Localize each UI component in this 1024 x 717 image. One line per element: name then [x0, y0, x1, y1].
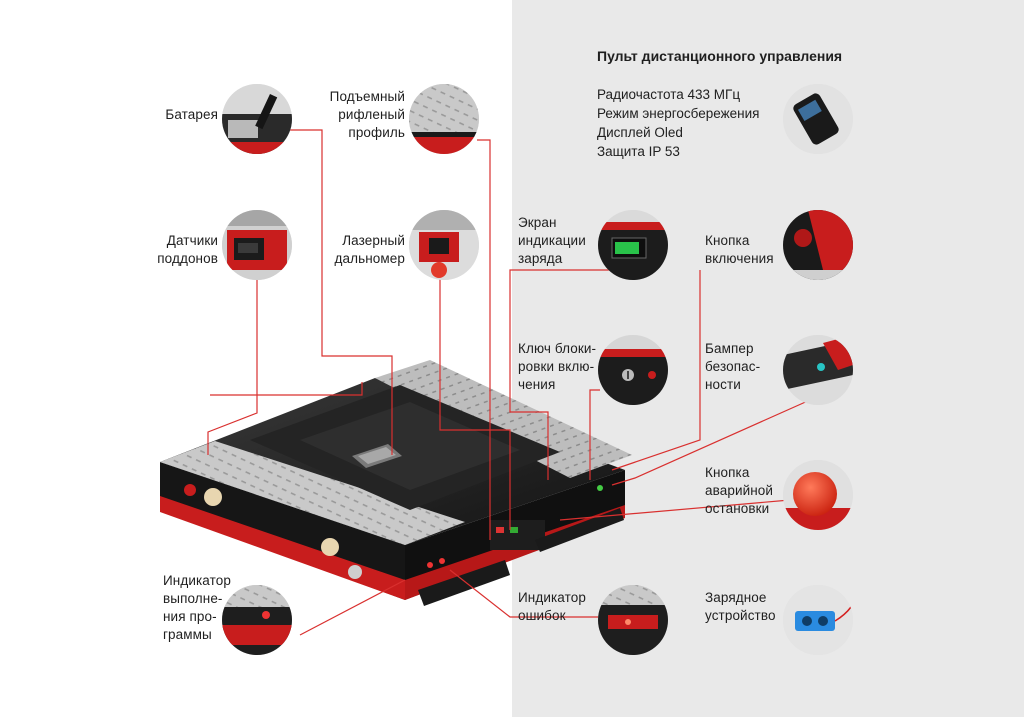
battery-icon	[222, 84, 292, 154]
remote-thumbnail	[783, 84, 853, 154]
key-lock-icon	[598, 335, 668, 405]
charge-display-icon	[598, 210, 668, 280]
pallet-sensors-thumbnail	[222, 210, 292, 280]
charger-icon	[783, 585, 853, 655]
remote-control-icon	[783, 84, 853, 154]
label-error-indicator: Индикатор ошибок	[518, 590, 586, 623]
label-lock-key: Ключ блоки- ровки вклю- чения	[518, 341, 597, 392]
label-battery: Батарея	[165, 107, 218, 122]
power-button-thumbnail	[783, 210, 853, 280]
remote-spec-power-saving: Режим энергосбережения	[597, 106, 760, 121]
bumper-icon	[783, 335, 853, 405]
program-indicator-icon	[222, 585, 292, 655]
power-button-icon	[783, 210, 853, 280]
bumper-thumbnail	[783, 335, 853, 405]
charger-thumbnail	[783, 585, 853, 655]
program-indicator-thumbnail	[222, 585, 292, 655]
charge-screen-thumbnail	[598, 210, 668, 280]
remote-title: Пульт дистанционного управления	[597, 48, 843, 64]
remote-spec-protection: Защита IP 53	[597, 144, 680, 159]
lift-profile-thumbnail	[409, 84, 479, 154]
label-power-button: Кнопка включения	[705, 233, 774, 266]
laser-thumbnail	[409, 210, 479, 280]
label-charger: Зарядное устройство	[705, 590, 776, 623]
error-indicator-thumbnail	[598, 585, 668, 655]
label-pallet-sensors: Датчики поддонов	[157, 233, 218, 266]
label-laser: Лазерный дальномер	[334, 233, 405, 266]
laser-sensor-icon	[409, 210, 479, 280]
error-indicator-icon	[598, 585, 668, 655]
label-program-indicator: Индикатор выполне- ния про- граммы	[163, 573, 231, 642]
remote-spec-display: Дисплей Oled	[597, 125, 683, 140]
shuttle-body	[160, 360, 632, 606]
remote-spec-frequency: Радиочастота 433 МГц	[597, 87, 741, 102]
right-background-panel	[512, 0, 1024, 717]
tread-plate-icon	[409, 84, 479, 154]
sensor-icon	[222, 210, 292, 280]
emergency-stop-icon	[783, 460, 853, 530]
leader-lines	[207, 129, 811, 636]
battery-thumbnail	[222, 84, 292, 154]
label-bumper: Бампер безопас- ности	[705, 341, 761, 392]
label-lift-profile: Подъемный рифленый профиль	[329, 89, 405, 140]
remote-specs: Радиочастота 433 МГц Режим энергосбереже…	[597, 85, 759, 161]
emergency-button-thumbnail	[783, 460, 853, 530]
label-emergency: Кнопка аварийной остановки	[705, 465, 774, 516]
lock-key-thumbnail	[598, 335, 668, 405]
label-charge-screen: Экран индикации заряда	[518, 215, 586, 266]
